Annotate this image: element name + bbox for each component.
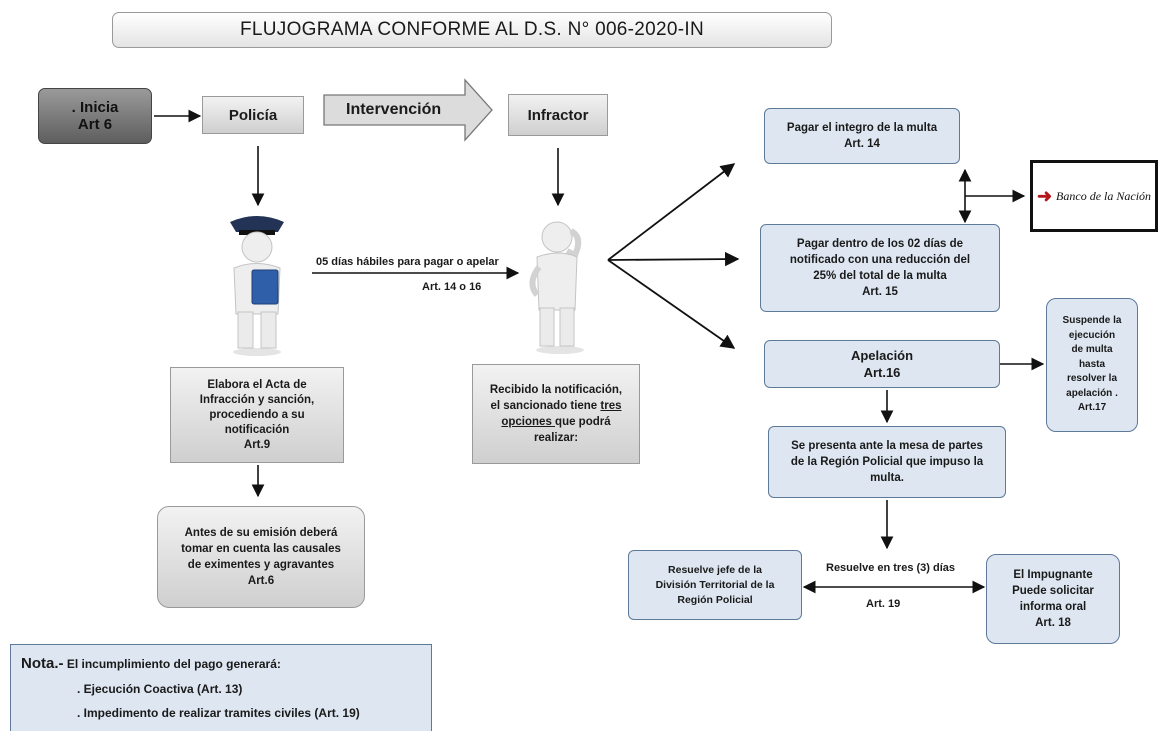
inicia-label: . Inicia: [71, 99, 119, 116]
arrow-to-opcion1: [607, 163, 736, 261]
inicia-article: Art 6: [77, 116, 113, 133]
intervencion-arrow-shape: [323, 78, 493, 142]
infractor-box: Infractor: [508, 94, 608, 136]
tres-underlined: tres: [600, 400, 622, 412]
arrow-to-apelacion: [607, 259, 736, 349]
resuelve-article: Art. 19: [866, 598, 901, 610]
nota-box: Nota.- El incumplimiento del pago genera…: [10, 644, 432, 731]
plazo-article: Art. 14 o 16: [422, 281, 482, 293]
plazo-label: 05 días hábiles para pagar o apelar: [316, 256, 499, 268]
opcion-pagar-integro-box: Pagar el integro de la multa Art. 14: [764, 108, 960, 164]
banco-nacion-logo: ➜ Banco de la Nación: [1030, 160, 1158, 232]
opcion-pagar-reduccion-box: Pagar dentro de los 02 días de notificad…: [760, 224, 1000, 312]
intervencion-label: Intervención: [346, 101, 442, 118]
antes-box: Antes de su emisión deberá tomar en cuen…: [157, 506, 365, 608]
nota-heading: Nota.- El incumplimiento del pago genera…: [21, 655, 281, 672]
jefe-division-box: Resuelve jefe de la División Territorial…: [628, 550, 802, 620]
nota-item-impedimento: . Impedimento de realizar tramites civil…: [77, 706, 360, 720]
acta-box: Elabora el Acta de Infracción y sanción,…: [170, 367, 344, 463]
page-title: FLUJOGRAMA CONFORME AL D.S. N° 006-2020-…: [112, 12, 832, 48]
suspende-box: Suspende la ejecución de multa hasta res…: [1046, 298, 1138, 432]
mesa-partes-box: Se presenta ante la mesa de partes de la…: [768, 426, 1006, 498]
resuelve-label: Resuelve en tres (3) días: [826, 562, 956, 574]
apelacion-box: Apelación Art.16: [764, 340, 1000, 388]
inicia-box: . Inicia Art 6: [38, 88, 152, 144]
banco-nacion-icon: ➜: [1036, 185, 1053, 206]
arrow-to-opcion2: [607, 251, 740, 267]
nota-item-ejecucion: . Ejecución Coactiva (Art. 13): [77, 682, 243, 696]
recibido-box: Recibido la notificación, el sancionado …: [472, 364, 640, 464]
police-officer-icon: [230, 216, 284, 356]
thinking-person-icon: [529, 221, 584, 354]
impugnante-box: El Impugnante Puede solicitar informa or…: [986, 554, 1120, 644]
policia-box: Policía: [202, 96, 304, 134]
opciones-underlined: opciones: [501, 416, 556, 428]
